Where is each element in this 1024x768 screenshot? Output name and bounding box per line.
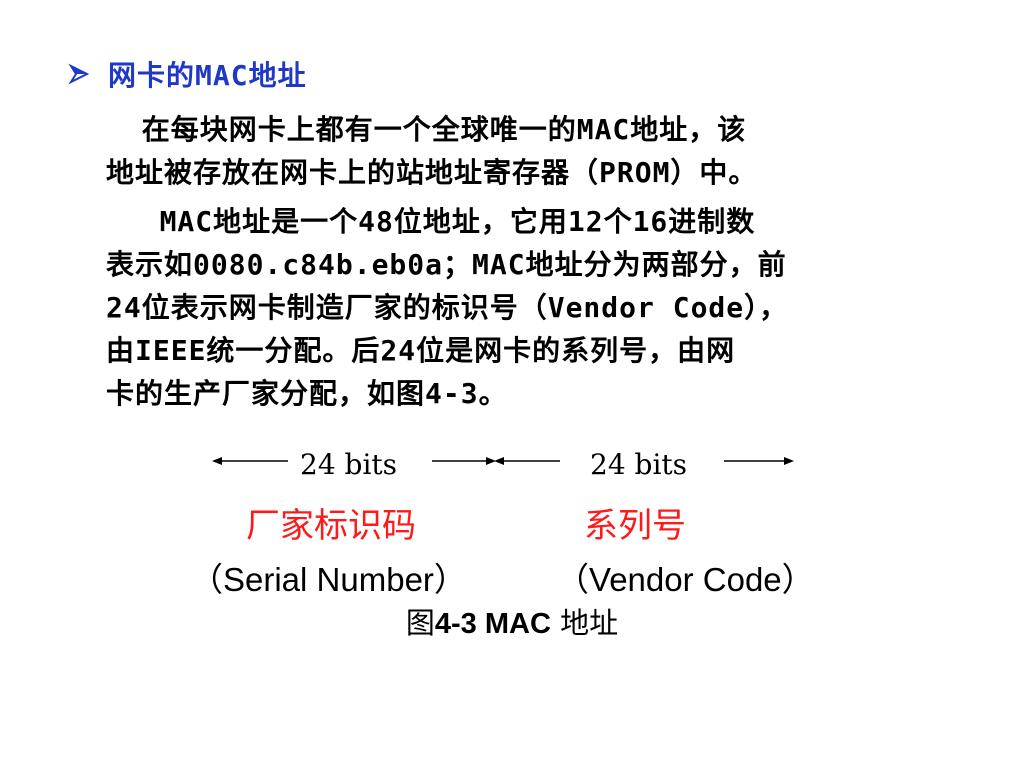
left-en-label: （Serial Number）: [190, 561, 467, 598]
section-heading: 网卡的MAC地址: [108, 59, 307, 92]
paragraph-line: 表示如0080.c84b.eb0a；MAC地址分为两部分，前: [106, 248, 787, 281]
left-arrow-1-icon: [212, 457, 288, 465]
paragraph-line: 24位表示网卡制造厂家的标识号（Vendor Code），: [106, 291, 789, 324]
serial-cn-label: 系列号: [584, 506, 686, 546]
paragraph-line: MAC地址是一个48位地址，它用12个16进制数: [106, 205, 756, 238]
figure-caption: 图4-3 MAC 地址: [0, 600, 1024, 642]
right-bits-label: 24 bits: [590, 448, 688, 481]
paragraph-line: 地址被存放在网卡上的站地址寄存器（PROM）中。: [106, 156, 758, 189]
caption-fig-word: 图: [405, 606, 435, 640]
paragraph-mac-structure: MAC地址是一个48位地址，它用12个16进制数 表示如0080.c84b.eb…: [106, 200, 996, 415]
right-en-label: （Vendor Code）: [556, 561, 815, 598]
caption-fig-title: 地址: [550, 606, 619, 640]
left-bits-label: 24 bits: [300, 448, 398, 481]
right-arrow-2-icon: [724, 457, 794, 465]
paragraph-line: 卡的生产厂家分配，如图4-3。: [106, 377, 508, 410]
vendor-id-cn-label: 厂家标识码: [246, 506, 416, 546]
paragraph-line: 由IEEE统一分配。后24位是网卡的系列号，由网: [106, 334, 736, 367]
right-arrow-1-icon: [432, 457, 496, 465]
paragraph-line: 在每块网卡上都有一个全球唯一的MAC地址，该: [106, 113, 747, 146]
arrow-bullet-icon: [68, 63, 90, 85]
caption-fig-number: 4-3 MAC: [434, 608, 551, 640]
left-arrow-2-icon: [494, 457, 560, 465]
section-heading-row: 网卡的MAC地址: [68, 52, 307, 96]
paragraph-mac-storage: 在每块网卡上都有一个全球唯一的MAC地址，该 地址被存放在网卡上的站地址寄存器（…: [106, 108, 996, 194]
